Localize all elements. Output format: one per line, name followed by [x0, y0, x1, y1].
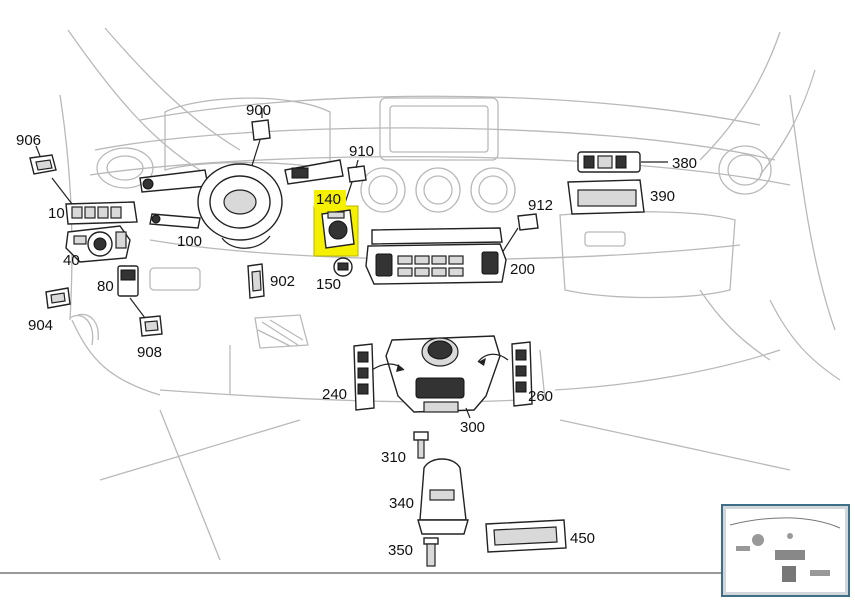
part-906-connector: [29, 145, 57, 175]
part-300-center-console: [371, 335, 509, 419]
callout-908: 908: [137, 344, 162, 361]
callout-902: 902: [270, 273, 295, 290]
thumbnail-preview[interactable]: [721, 504, 850, 597]
callout-140-highlight: [314, 190, 346, 208]
part-150-button: [333, 257, 353, 277]
dashboard-outline: [59, 27, 841, 561]
part-310-screw: [413, 431, 429, 459]
part-380-switch: [577, 151, 668, 173]
callout-380: 380: [672, 155, 697, 172]
part-80-switch: [117, 265, 139, 297]
callout-150: 150: [316, 276, 341, 293]
callout-912: 912: [528, 197, 553, 214]
part-904-connector: [45, 287, 71, 309]
callout-260: 260: [528, 388, 553, 405]
callout-140: 140: [316, 191, 341, 208]
part-908-connector: [129, 297, 163, 337]
callout-300: 300: [460, 419, 485, 436]
callout-40: 40: [63, 252, 80, 269]
part-140-switch-highlighted: [313, 205, 359, 257]
part-240-switch-strip: [353, 343, 375, 411]
part-200-control-panel: [365, 227, 507, 285]
callout-900: 900: [246, 102, 271, 119]
callout-340: 340: [389, 495, 414, 512]
callout-100: 100: [177, 233, 202, 250]
callout-910: 910: [349, 143, 374, 160]
part-260-switch-strip: [511, 341, 533, 407]
callout-200: 200: [510, 261, 535, 278]
callout-310: 310: [381, 449, 406, 466]
callout-906: 906: [16, 132, 41, 149]
callout-10: 10: [48, 205, 65, 222]
callout-labels: 906 10 40 80 904 908 900 100 902 910 140…: [16, 102, 697, 559]
callout-450: 450: [570, 530, 595, 547]
part-340-knob: [417, 458, 469, 535]
part-100-stalk: [149, 213, 201, 229]
part-912-connector: [499, 213, 539, 257]
callout-80: 80: [97, 278, 114, 295]
part-10-switch-panel: [51, 177, 138, 225]
part-40-light-switch: [65, 225, 131, 263]
part-350-bolt: [423, 537, 439, 567]
part-450-control-unit: [485, 519, 567, 553]
callout-904: 904: [28, 317, 53, 334]
part-390-panel: [567, 179, 645, 215]
part-902-bracket: [247, 263, 265, 299]
callout-350: 350: [388, 542, 413, 559]
callout-390: 390: [650, 188, 675, 205]
part-900-column-module: [139, 108, 344, 249]
callout-240: 240: [322, 386, 347, 403]
